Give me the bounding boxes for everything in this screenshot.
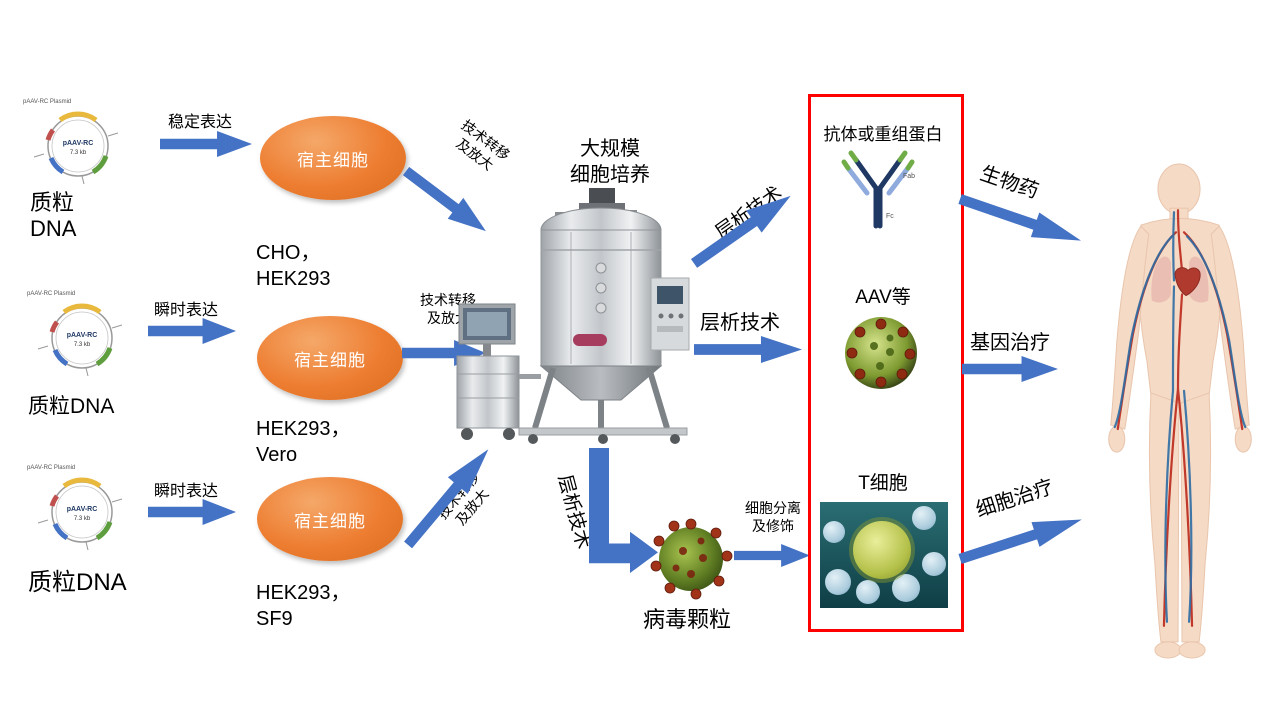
plasmid-title-2: pAAV-RC Plasmid	[27, 291, 75, 297]
arrow-expression-2	[148, 318, 236, 344]
arrow-biologics	[958, 194, 1082, 241]
expression-label-1: 稳定表达	[168, 114, 233, 131]
antibody-icon: Fab Fc	[841, 150, 915, 229]
arrow-expression-3	[148, 499, 236, 525]
plasmid-size-2: 7.3 kb	[74, 342, 91, 348]
host-cell-3: 宿主细胞	[257, 477, 403, 561]
expression-label-3: 瞬时表达	[154, 483, 219, 500]
plasmid-dna-label-1: 质粒 DNA	[30, 190, 77, 242]
aav-title: AAV等	[855, 287, 911, 308]
plasmid-name-2: pAAV-RC	[67, 332, 98, 339]
plasmid-dna-label-3: 质粒DNA	[28, 569, 127, 596]
host-cell-2: 宿主细胞	[257, 316, 403, 400]
heart-shape	[1174, 267, 1201, 297]
tcell-image	[820, 502, 948, 608]
arrow-cell-separation	[734, 544, 810, 567]
plasmid-title-3: pAAV-RC Plasmid	[27, 465, 75, 471]
aav-virus-image	[845, 317, 917, 389]
host-cell-label-3: 宿主细胞	[294, 511, 366, 531]
plasmid-name-3: pAAV-RC	[67, 506, 98, 513]
plasmid-name-1: pAAV-RC	[63, 140, 94, 147]
fc-label: Fc	[886, 213, 894, 220]
expression-label-2: 瞬时表达	[154, 302, 219, 319]
gene-therapy-label: 基因治疗	[970, 332, 1050, 354]
host-cell-1: 宿主细胞	[260, 116, 406, 200]
arrow-chromatography-middle	[694, 336, 802, 363]
cell-lines-3: HEK293， SF9	[256, 582, 351, 630]
veins	[1113, 211, 1247, 623]
plasmid-map-3: pAAV-RC Plasmid pAAV-RC 7.3 kb	[27, 465, 123, 551]
host-cell-label-1: 宿主细胞	[297, 150, 369, 170]
product-highlight-box	[808, 94, 964, 632]
cell-lines-1: CHO， HEK293	[256, 242, 331, 290]
antibody-title: 抗体或重组蛋白	[823, 125, 943, 144]
cell-culture-title: 大规模 细胞培养	[570, 138, 650, 186]
plasmid-dna-label-2: 质粒DNA	[28, 395, 115, 418]
transfer-label-1: 技术转移 及放大	[453, 116, 513, 173]
cell-therapy-label: 细胞治疗	[973, 476, 1057, 522]
chromatography-label-middle: 层析技术	[700, 312, 780, 334]
plasmid-map-2: pAAV-RC Plasmid pAAV-RC 7.3 kb	[27, 291, 123, 377]
virus-particle-label: 病毒颗粒	[643, 607, 732, 632]
arrow-transfer-3	[404, 449, 489, 549]
arrow-cell-therapy	[958, 519, 1082, 564]
arrow-gene-therapy	[962, 356, 1058, 382]
fab-label: Fab	[903, 173, 915, 180]
arrow-chromatography-top	[690, 195, 791, 268]
plasmid-map-1: pAAV-RC Plasmid pAAV-RC 7.3 kb	[23, 99, 119, 185]
plasmid-title-1: pAAV-RC Plasmid	[23, 99, 71, 105]
plasmid-size-1: 7.3 kb	[70, 150, 87, 156]
cell-lines-2: HEK293， Vero	[256, 418, 351, 466]
bioreactor-image	[456, 188, 690, 444]
virus-particle-image	[650, 518, 733, 600]
cell-separation-label: 细胞分离 及修饰	[745, 500, 801, 534]
arrow-expression-1	[160, 131, 252, 157]
arrow-chromatography-bottom	[589, 448, 658, 574]
tcell-title: T细胞	[858, 473, 908, 494]
human-body-image	[1108, 163, 1252, 659]
arrow-transfer-1	[402, 166, 486, 232]
plasmid-size-3: 7.3 kb	[74, 516, 91, 522]
host-cell-label-2: 宿主细胞	[294, 350, 366, 370]
